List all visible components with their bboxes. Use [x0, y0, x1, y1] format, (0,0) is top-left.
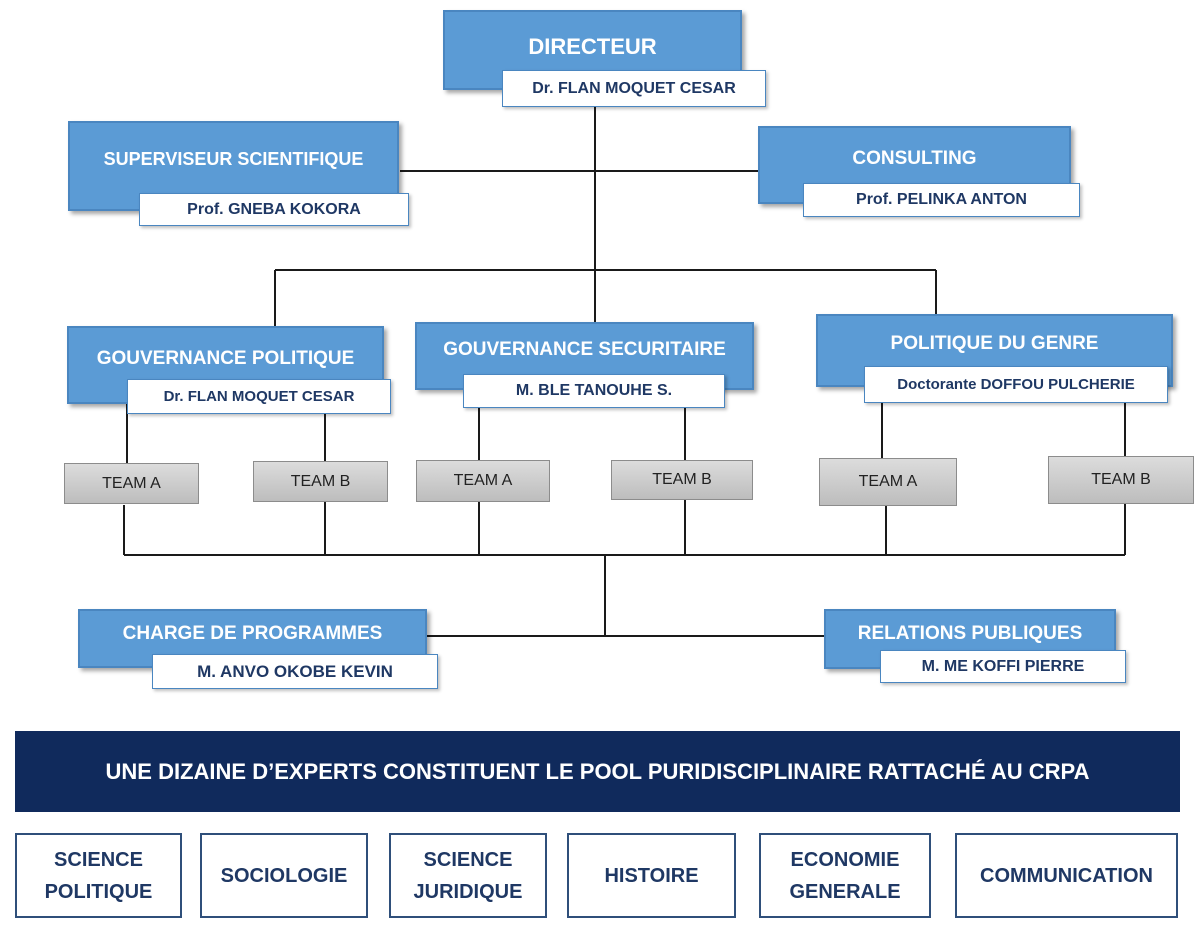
discipline-box: SOCIOLOGIE: [200, 833, 368, 918]
discipline-line: SCIENCE: [423, 848, 513, 871]
discipline-box: ECONOMIE GENERALE: [759, 833, 931, 918]
department-head-name: Dr. FLAN MOQUET CESAR: [127, 379, 391, 414]
superviseur-name: Prof. GNEBA KOKORA: [139, 193, 409, 226]
directeur-name: Dr. FLAN MOQUET CESAR: [502, 70, 766, 107]
department-head-name: Doctorante DOFFOU PULCHERIE: [864, 366, 1168, 403]
team-box: TEAM B: [611, 460, 753, 500]
discipline-box: SCIENCE POLITIQUE: [15, 833, 182, 918]
discipline-line: JURIDIQUE: [413, 880, 523, 903]
team-box: TEAM B: [253, 461, 388, 502]
superviseur-title: SUPERVISEUR SCIENTIFIQUE: [103, 149, 364, 169]
team-box: TEAM A: [64, 463, 199, 504]
discipline-box: HISTOIRE: [567, 833, 736, 918]
team-box: TEAM B: [1048, 456, 1194, 504]
consulting-title: CONSULTING: [852, 148, 977, 169]
relations-name: M. ME KOFFI PIERRE: [880, 650, 1126, 683]
charge-title: CHARGE DE PROGRAMMES: [122, 623, 383, 644]
discipline-line: HISTOIRE: [604, 864, 699, 887]
discipline-line: SCIENCE: [54, 848, 143, 871]
experts-banner: UNE DIZAINE D’EXPERTS CONSTITUENT LE POO…: [15, 731, 1180, 812]
discipline-line: ECONOMIE: [790, 848, 900, 871]
discipline-line: COMMUNICATION: [980, 864, 1153, 887]
discipline-box: SCIENCE JURIDIQUE: [389, 833, 547, 918]
directeur-title: DIRECTEUR: [528, 34, 657, 59]
department-head-name: M. BLE TANOUHE S.: [463, 374, 725, 408]
discipline-line: GENERALE: [789, 880, 901, 903]
consulting-name: Prof. PELINKA ANTON: [803, 183, 1080, 217]
department-title: GOUVERNANCE POLITIQUE: [96, 348, 355, 369]
team-box: TEAM A: [819, 458, 957, 506]
team-box: TEAM A: [416, 460, 550, 502]
discipline-line: SOCIOLOGIE: [220, 864, 348, 887]
discipline-line: POLITIQUE: [44, 880, 153, 903]
discipline-box: COMMUNICATION: [955, 833, 1178, 918]
department-title: POLITIQUE DU GENRE: [890, 333, 1099, 354]
department-title: GOUVERNANCE SECURITAIRE: [443, 339, 726, 360]
charge-name: M. ANVO OKOBE KEVIN: [152, 654, 438, 689]
relations-title: RELATIONS PUBLIQUES: [857, 623, 1083, 644]
